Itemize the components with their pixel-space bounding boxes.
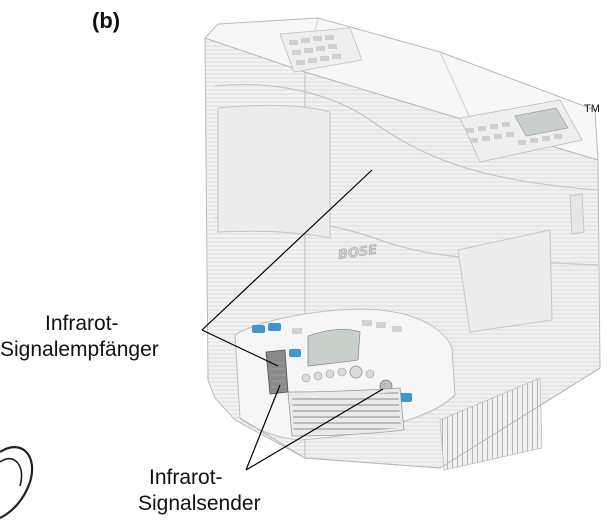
front-vent-slots	[292, 392, 401, 432]
receiver-callout-line2: Signalempfänger	[0, 338, 159, 361]
console-round-button[interactable]	[349, 365, 363, 379]
recessed-window	[217, 104, 331, 239]
top-right-control-pad	[459, 99, 583, 163]
side-handle	[569, 193, 585, 235]
base-edge	[239, 367, 601, 469]
lower-grille-slots	[440, 378, 542, 470]
sender-leader-right	[245, 388, 384, 471]
console-button[interactable]	[392, 326, 402, 332]
trademark-mark: TM	[584, 103, 600, 115]
console-round-button[interactable]	[313, 371, 323, 381]
sender-callout-line2: Signalsender	[138, 492, 261, 515]
receiver-callout-line1: Infrarot-	[45, 312, 119, 335]
side-inset	[457, 229, 553, 333]
receiver-leader-upper	[201, 169, 373, 331]
console-button[interactable]	[292, 328, 302, 334]
console-round-button[interactable]	[365, 369, 375, 379]
brand-logo: BOSE	[337, 243, 378, 263]
power-cable	[0, 446, 34, 519]
console-display	[307, 328, 361, 367]
console-button[interactable]	[376, 322, 386, 328]
console-blue-button[interactable]	[252, 325, 265, 333]
sender-callout-line1: Infrarot-	[149, 466, 223, 489]
console-round-button[interactable]	[301, 373, 311, 383]
console-button[interactable]	[362, 320, 372, 326]
console-round-button[interactable]	[337, 367, 347, 377]
upper-shell-curve	[214, 83, 599, 191]
panel-label: (b)	[92, 8, 121, 33]
receiver-leader-lower	[201, 329, 279, 367]
power-cable-loop	[0, 457, 23, 487]
console-blue-button[interactable]	[289, 349, 301, 357]
ir-receiver-slots	[270, 359, 286, 389]
console-blue-button[interactable]	[268, 323, 281, 331]
top-control-pad	[279, 27, 363, 73]
sender-leader-left	[245, 384, 281, 471]
console-round-button[interactable]	[325, 369, 335, 379]
